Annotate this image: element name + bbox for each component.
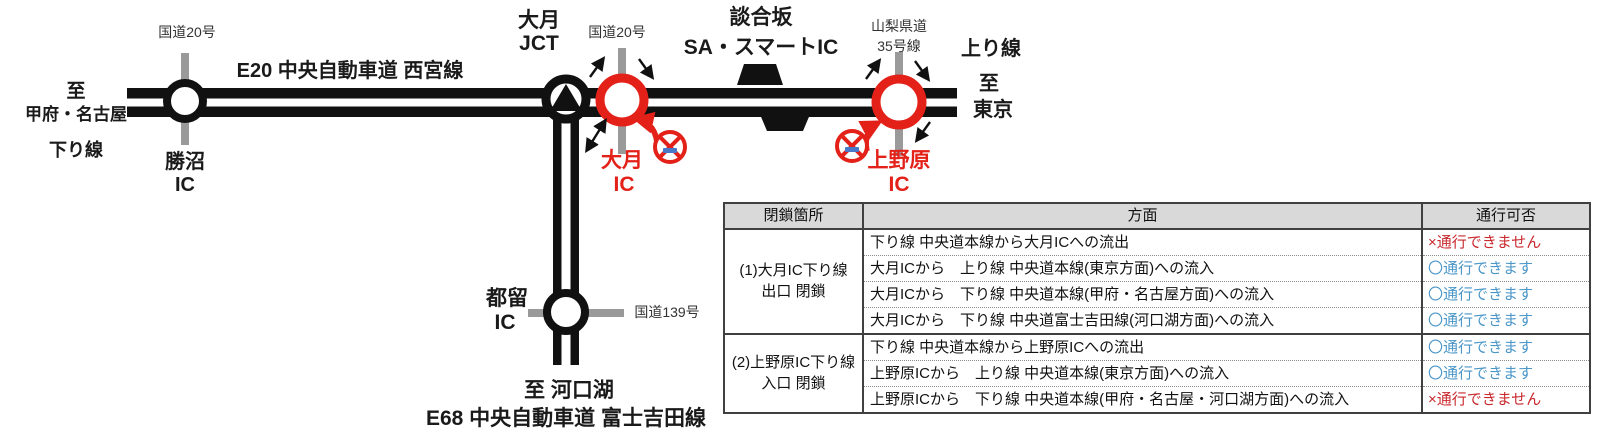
tsuru-ic-name: 都留 bbox=[486, 287, 528, 310]
tsuru-ic-suffix: IC bbox=[494, 311, 516, 334]
table-row: 大月ICから 上り線 中央道本線(東京方面)への流入 〇通行できます bbox=[724, 255, 1591, 282]
table-row: (2)上野原IC下り線 入口 閉鎖 下り線 中央道本線から上野原ICへの流出 〇… bbox=[723, 333, 1591, 413]
uenohara-road-label-1: 山梨県道 bbox=[871, 18, 927, 34]
tsuru-road-label: 国道139号 bbox=[634, 304, 700, 320]
no-entry-icon bbox=[835, 129, 869, 163]
left-destination-line: 下り線 bbox=[49, 140, 103, 160]
otsuki-jct-suffix: JCT bbox=[519, 32, 559, 55]
closure-location-line1: (2)上野原IC下り線 bbox=[731, 354, 856, 372]
table-row: 上野原ICから 下り線 中央道本線(甲府・名古屋・河口湖方面)への流入 ×通行で… bbox=[724, 386, 1591, 413]
direction-cell: 大月ICから 下り線 中央道本線(甲府・名古屋方面)への流入 bbox=[862, 281, 1423, 308]
arrow-down-right-icon bbox=[914, 60, 931, 82]
arrow-double-diagonal-icon bbox=[585, 117, 607, 154]
closure-location-cell: (1)大月IC下り線 出口 閉鎖 bbox=[723, 228, 864, 334]
closure-location-cell: (2)上野原IC下り線 入口 閉鎖 bbox=[723, 333, 864, 413]
katsunuma-ic-suffix: IC bbox=[175, 174, 195, 196]
uenohara-road-label-2: 35号線 bbox=[877, 38, 921, 54]
katsunuma-ic-circle bbox=[163, 79, 207, 123]
katsunuma-road-label: 国道20号 bbox=[158, 24, 216, 40]
uenohara-ic-name: 上野原 bbox=[867, 149, 931, 172]
otsuki-road-label: 国道20号 bbox=[588, 24, 646, 40]
table-row: 大月ICから 下り線 中央道本線(甲府・名古屋方面)への流入 〇通行できます bbox=[724, 281, 1591, 308]
e68-route-label: E68 中央自動車道 富士吉田線 bbox=[425, 407, 707, 430]
col-header-passability: 通行可否 bbox=[1421, 202, 1591, 230]
otsuki-jct-name: 大月 bbox=[518, 9, 560, 32]
otsuki-ic-name: 大月 bbox=[601, 149, 643, 172]
arrow-up-right-icon bbox=[589, 56, 606, 78]
direction-cell: 下り線 中央道本線から大月ICへの流出 bbox=[862, 228, 1423, 256]
status-cell: 〇通行できます bbox=[1421, 360, 1591, 387]
table-header-row: 閉鎖箇所 方面 通行可否 bbox=[723, 202, 1591, 230]
dangozaka-name: 談合坂 bbox=[729, 6, 793, 29]
uenohara-ic-suffix: IC bbox=[888, 173, 910, 196]
table-row: 上野原ICから 上り線 中央道本線(東京方面)への流入 〇通行できます bbox=[724, 360, 1591, 387]
closure-table: 閉鎖箇所 方面 通行可否 (1)大月IC下り線 出口 閉鎖 下り線 中央道本線か… bbox=[723, 202, 1591, 414]
triangle-up-icon bbox=[550, 84, 582, 111]
col-header-closure-location: 閉鎖箇所 bbox=[723, 202, 864, 230]
katsunuma-ic-name: 勝沼 bbox=[165, 151, 205, 173]
arrow-down-left-icon bbox=[914, 121, 931, 143]
direction-cell: 上野原ICから 上り線 中央道本線(東京方面)への流入 bbox=[862, 360, 1423, 387]
table-row: (1)大月IC下り線 出口 閉鎖 下り線 中央道本線から大月ICへの流出 ×通行… bbox=[723, 228, 1591, 334]
closure-location-line2: 入口 閉鎖 bbox=[761, 374, 826, 392]
otsuki-closed-ramp-arrow bbox=[631, 111, 660, 144]
status-cell: 〇通行できます bbox=[1421, 255, 1591, 282]
right-destination-to: 至 bbox=[979, 73, 999, 95]
left-destination-to: 至 bbox=[66, 81, 86, 102]
direction-cell: 大月ICから 上り線 中央道本線(東京方面)への流入 bbox=[862, 255, 1423, 282]
otsuki-jct-circle bbox=[541, 74, 591, 124]
service-area-block-lower bbox=[759, 112, 811, 131]
status-cell: 〇通行できます bbox=[1421, 333, 1591, 361]
status-cell: ×通行できません bbox=[1421, 386, 1591, 413]
e20-route-label: E20 中央自動車道 西宮線 bbox=[236, 60, 464, 82]
service-area-block-upper bbox=[737, 64, 783, 85]
uenohara-ic-circle bbox=[871, 74, 927, 130]
status-cell: 〇通行できます bbox=[1421, 281, 1591, 308]
otsuki-ramp-arrows bbox=[585, 56, 655, 154]
no-entry-icon bbox=[653, 130, 687, 164]
otsuki-ic-circle bbox=[595, 73, 649, 127]
right-destination-line: 上り線 bbox=[961, 38, 1021, 60]
south-destination: 至 河口湖 bbox=[524, 379, 614, 402]
direction-cell: 下り線 中央道本線から上野原ICへの流出 bbox=[862, 333, 1423, 361]
arrow-down-right-icon bbox=[638, 58, 655, 80]
left-destination-cities: 甲府・名古屋 bbox=[25, 105, 127, 124]
right-destination-city: 東京 bbox=[973, 99, 1013, 121]
direction-cell: 上野原ICから 下り線 中央道本線(甲府・名古屋・河口湖方面)への流入 bbox=[862, 386, 1423, 413]
table-row: 大月ICから 下り線 中央道富士吉田線(河口湖方面)への流入 〇通行できます bbox=[724, 307, 1591, 334]
closure-location-line2: 出口 閉鎖 bbox=[761, 282, 826, 300]
tsuru-ic-circle bbox=[543, 289, 589, 335]
uenohara-ramp-arrows bbox=[865, 58, 931, 143]
otsuki-ic-suffix: IC bbox=[613, 173, 635, 196]
status-cell: 〇通行できます bbox=[1421, 307, 1591, 334]
closure-location-line1: (1)大月IC下り線 bbox=[739, 262, 848, 280]
direction-cell: 大月ICから 下り線 中央道富士吉田線(河口湖方面)への流入 bbox=[862, 307, 1423, 334]
col-header-direction: 方面 bbox=[862, 202, 1423, 230]
dangozaka-sa-label: SA・スマートIC bbox=[683, 36, 839, 59]
status-cell: ×通行できません bbox=[1421, 228, 1591, 256]
arrow-up-right-icon bbox=[865, 58, 882, 80]
